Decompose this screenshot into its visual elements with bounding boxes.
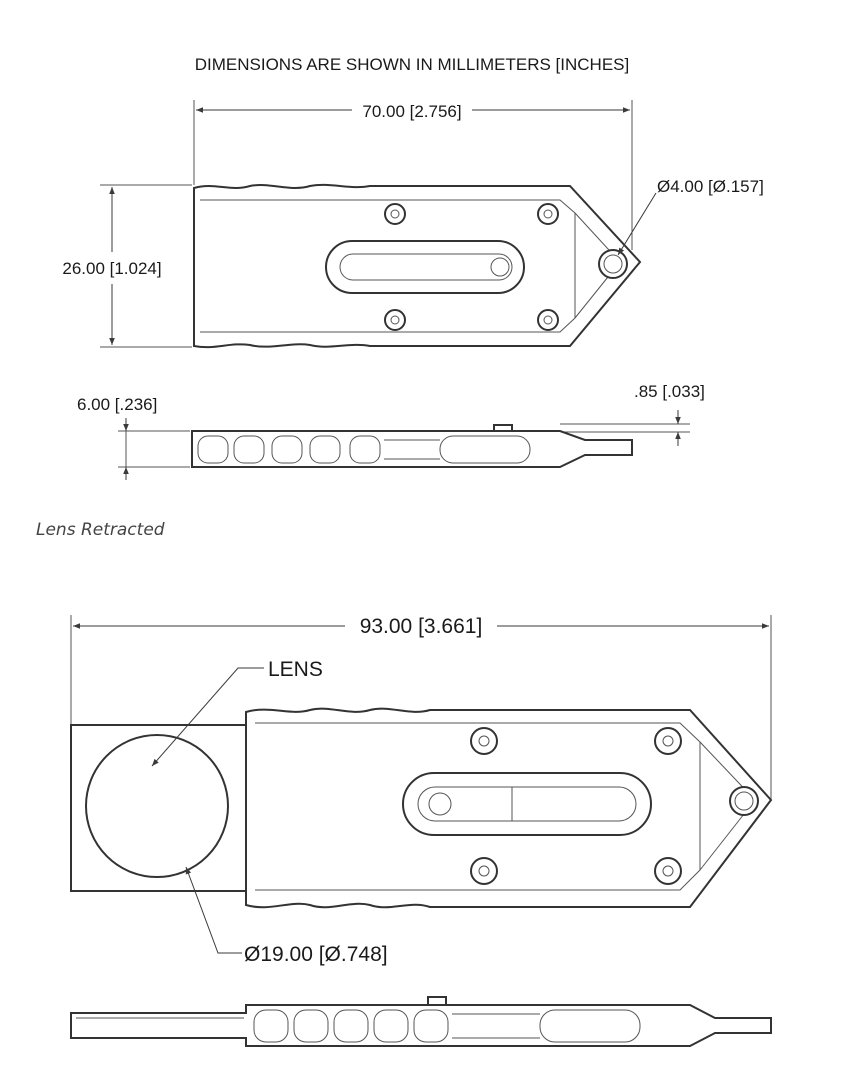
lens-retracted-caption: Lens Retracted bbox=[36, 520, 165, 540]
thickness-dimension: 6.00 [.236] bbox=[77, 395, 157, 414]
length-dimension: 70.00 [2.756] bbox=[362, 102, 461, 121]
lens-leader bbox=[151, 667, 264, 767]
lens-diameter-dimension: Ø19.00 [Ø.748] bbox=[244, 943, 388, 966]
lens-label: LENS bbox=[268, 658, 323, 681]
extended-side-view bbox=[70, 996, 772, 1047]
retracted-side-view: 6.00 [.236] .85 [.033] bbox=[77, 382, 705, 480]
extended-top-view: 93.00 [3.661] LENS Ø19.00 [Ø.748] bbox=[70, 615, 773, 966]
hole-leader bbox=[617, 192, 657, 256]
hole-dimension: Ø4.00 [Ø.157] bbox=[657, 177, 764, 196]
extended-length-dimension: 93.00 [3.661] bbox=[360, 615, 483, 638]
lens-circle bbox=[85, 734, 229, 878]
width-dimension: 26.00 [1.024] bbox=[62, 259, 161, 278]
lens-diameter-leader bbox=[185, 866, 242, 954]
step-dimension: .85 [.033] bbox=[634, 382, 705, 401]
retracted-top-view: 70.00 [2.756] 26.00 [1.024] Ø4.00 [Ø.157… bbox=[62, 100, 764, 349]
units-note: DIMENSIONS ARE SHOWN IN MILLIMETERS [INC… bbox=[195, 55, 630, 74]
